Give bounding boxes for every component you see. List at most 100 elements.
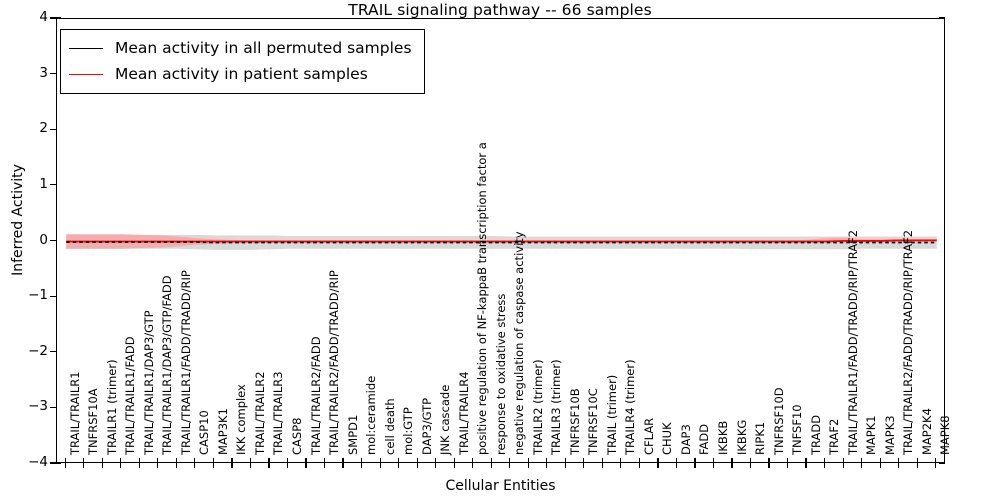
x-axis-tick-mark [249, 463, 252, 468]
x-axis-label: Cellular Entities [445, 478, 556, 494]
x-axis-tick-mark [305, 463, 307, 468]
x-axis-tick-label: TRAIL/TRAILR3 [271, 371, 286, 455]
x-axis-tick-label: CASP8 [290, 417, 304, 455]
x-axis-tick-mark [194, 463, 196, 468]
x-axis-tick-mark [583, 463, 585, 468]
x-axis-tick-mark [83, 463, 85, 468]
y-axis-tick-label: −1 [28, 287, 48, 304]
x-axis-tick-mark [842, 458, 844, 463]
x-axis-tick-mark [731, 463, 733, 468]
x-axis-tick-mark [749, 463, 752, 468]
x-axis-tick-mark [805, 463, 807, 468]
x-axis-tick-mark [490, 458, 492, 463]
x-axis-tick-mark [786, 463, 789, 468]
y-axis-tick-label: −4 [28, 454, 48, 470]
x-axis-tick-label: TNFRSF10B [567, 388, 582, 455]
x-axis-tick-mark [527, 463, 529, 468]
x-axis-tick-mark [286, 463, 289, 468]
x-axis-tick-label: response to oxidative stress [493, 293, 508, 455]
x-axis-tick-mark [453, 458, 455, 463]
x-axis-tick-label: CFLAR [641, 417, 656, 455]
x-axis-tick-label: cell death [382, 398, 397, 455]
x-axis-tick-mark [83, 458, 85, 463]
x-axis-tick-mark [879, 463, 881, 468]
y-axis-tick-label: −3 [28, 398, 48, 415]
x-axis-tick-mark [323, 458, 326, 463]
x-axis-tick-mark [342, 463, 344, 468]
x-axis-tick-mark [935, 463, 937, 468]
x-axis-tick-mark [101, 458, 103, 463]
x-axis-tick-label: TRAILR4 (trimer) [623, 359, 638, 455]
x-axis-tick-mark [675, 463, 678, 468]
x-axis-tick-mark [583, 458, 585, 463]
y-axis-tick-mark [50, 295, 56, 297]
x-axis-tick-label: RIPK1 [753, 421, 768, 455]
x-axis-tick-mark [805, 458, 807, 463]
x-axis-tick-mark [212, 458, 214, 463]
x-axis-tick-mark [379, 458, 381, 463]
x-axis-tick-mark [601, 458, 603, 463]
legend-item-patient[interactable]: Mean activity in patient samples [69, 61, 412, 87]
x-axis-tick-label: TRAIL/TRAILR1/FADD/TRADD/RIP [178, 270, 193, 455]
x-axis-tick-label: TRAIL/TRAILR2/FADD [308, 336, 323, 455]
x-axis-tick-mark [398, 463, 400, 468]
x-axis-tick-label: TNFRSF10C [586, 388, 601, 455]
x-axis-tick-mark [712, 463, 715, 468]
x-axis-tick-mark [749, 458, 752, 463]
x-axis-tick-mark [286, 458, 289, 463]
x-axis-tick-mark [509, 463, 511, 468]
y-axis-tick-mark [50, 17, 56, 19]
y-axis-tick-mark [50, 406, 56, 408]
x-axis-tick-label: TRAIL/TRAILR2 [252, 371, 267, 455]
x-axis-tick-mark [509, 458, 511, 463]
y-axis-tick-label: 4 [39, 9, 48, 25]
x-axis-tick-mark [120, 458, 122, 463]
legend-swatch-permuted [69, 47, 103, 49]
legend-item-permuted[interactable]: Mean activity in all permuted samples [69, 35, 412, 61]
legend-label-permuted: Mean activity in all permuted samples [115, 39, 412, 57]
y-axis-tick-label: 0 [39, 231, 48, 248]
x-axis-tick-mark [472, 463, 474, 468]
x-axis-tick-label: TRAIL/TRAILR1/DAP3/GTP [141, 310, 156, 455]
chart-legend[interactable]: Mean activity in all permuted samples Me… [60, 29, 425, 94]
x-axis-tick-label: MAPK8 [938, 415, 953, 455]
y-axis-tick-mark [56, 17, 61, 19]
x-axis-tick-label: MAPK3 [882, 415, 897, 455]
x-axis-tick-mark [231, 458, 233, 463]
x-axis-tick-mark [342, 458, 344, 463]
x-axis-tick-mark [305, 458, 307, 463]
x-axis-tick-label: TRAIL/TRAILR1/FADD [123, 336, 138, 455]
x-axis-tick-label: TNFRSF10A [86, 388, 101, 455]
x-axis-tick-mark [824, 463, 826, 468]
x-axis-tick-label: mol:ceramide [364, 375, 379, 455]
y-axis-tick-label: −2 [28, 342, 48, 359]
y-axis-tick-label: 2 [39, 120, 48, 137]
x-axis-tick-mark [268, 463, 270, 468]
x-axis-tick-mark [546, 458, 548, 463]
x-axis-tick-mark [657, 458, 659, 463]
x-axis-tick-mark [768, 463, 770, 468]
x-axis-tick-mark [768, 458, 770, 463]
x-axis-tick-label: TNFSF10 [790, 404, 805, 455]
x-axis-tick-label: TRAILR1 (trimer) [104, 359, 119, 455]
x-axis-tick-label: negative regulation of caspase activity [512, 231, 527, 455]
page-title: TRAIL signaling pathway -- 66 samples [348, 1, 652, 19]
x-axis-tick-mark [490, 463, 492, 468]
x-axis-tick-mark [916, 458, 918, 463]
x-axis-tick-mark [101, 463, 103, 468]
x-axis-tick-label: TRADD [808, 414, 823, 455]
x-axis-tick-label: IKBKG [734, 419, 749, 455]
legend-label-patient: Mean activity in patient samples [115, 65, 368, 83]
x-axis-tick-mark [564, 458, 566, 463]
x-axis-tick-label: mol:GTP [401, 407, 416, 455]
x-axis-tick-mark [212, 463, 214, 468]
x-axis-tick-mark [601, 463, 603, 468]
x-axis-tick-label: TRAF2 [827, 418, 842, 455]
x-axis-tick-mark [638, 463, 640, 468]
x-axis-tick-label: SMPD1 [345, 414, 360, 455]
y-axis-tick-mark [50, 128, 56, 130]
y-axis-tick-label: 1 [39, 175, 48, 192]
x-axis-tick-mark [138, 463, 140, 468]
x-axis-tick-mark [546, 463, 548, 468]
x-axis-tick-mark [638, 458, 640, 463]
